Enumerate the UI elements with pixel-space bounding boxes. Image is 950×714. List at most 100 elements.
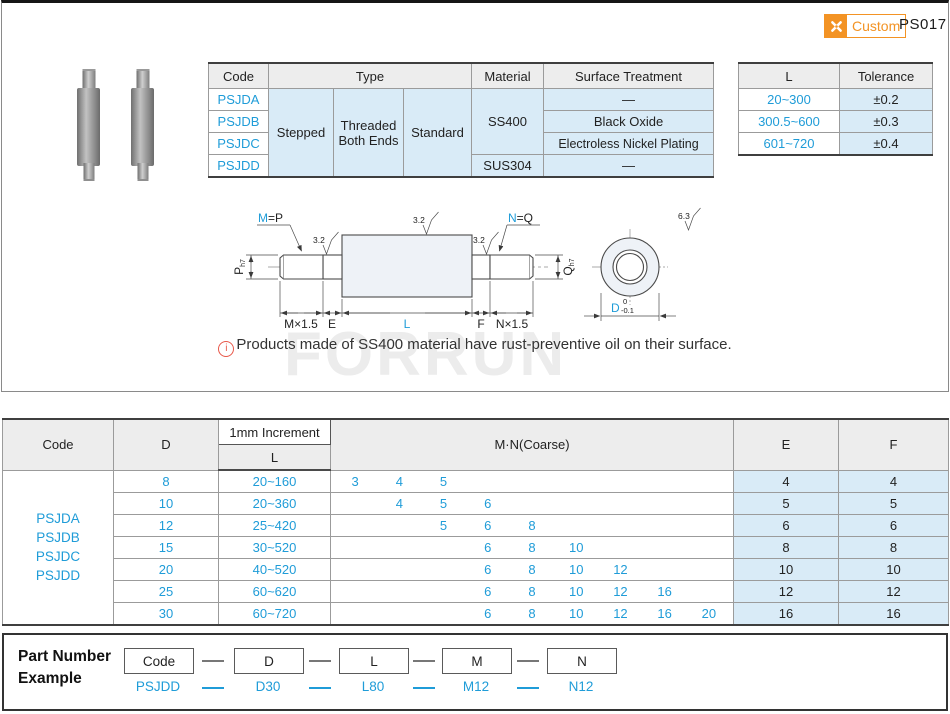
size-table: Code D 1mm Increment M·N(Coarse) E F L P… xyxy=(2,418,949,626)
d-cell: 20 xyxy=(113,558,219,581)
mn-value xyxy=(687,518,731,533)
surface-cell: — xyxy=(543,154,714,178)
mn-value xyxy=(598,474,642,489)
end-view xyxy=(592,229,668,305)
code-list-cell: PSJDA PSJDB PSJDC PSJDD xyxy=(2,469,114,626)
header-material: Material xyxy=(471,62,544,89)
mn-value xyxy=(643,474,687,489)
info-icon: i xyxy=(218,340,235,357)
code-cell: PSJDD xyxy=(208,154,269,178)
thread-stud xyxy=(137,163,148,181)
f-cell: 4 xyxy=(838,469,949,493)
d-cell: 10 xyxy=(113,492,219,515)
header-surface: Surface Treatment xyxy=(543,62,714,89)
mn-value xyxy=(377,562,421,577)
mn-value xyxy=(687,562,731,577)
f-cell: 6 xyxy=(838,514,949,537)
d-cell: 30 xyxy=(113,602,219,626)
q-h7-label: Qh7 xyxy=(561,258,576,275)
product-photo-shaft-2 xyxy=(131,69,154,181)
table-row: PSJDD SUS304 — xyxy=(208,154,714,178)
code-cell: PSJDA xyxy=(208,88,269,111)
tolerance-cell: ±0.3 xyxy=(839,110,933,133)
d-upper-tolerance: 0 xyxy=(623,297,627,306)
mn-value xyxy=(643,562,687,577)
custom-badge[interactable]: Custom xyxy=(824,14,907,38)
roughness-mark-3-2: 3.2 xyxy=(413,211,439,236)
shaft-body xyxy=(77,88,100,166)
pn-connector xyxy=(413,660,435,662)
e-cell: 8 xyxy=(733,536,839,559)
mn-value xyxy=(333,518,377,533)
mn-value xyxy=(377,540,421,555)
e-cell: 12 xyxy=(733,580,839,603)
mn-value xyxy=(421,540,465,555)
mn-value: 6 xyxy=(484,584,492,599)
mn-value xyxy=(421,562,465,577)
header-increment: 1mm Increment xyxy=(218,418,331,445)
mn-value: 10 xyxy=(568,606,584,621)
mn-value xyxy=(510,474,554,489)
thread-stud xyxy=(83,163,94,181)
table-row: 300.5~600 ±0.3 xyxy=(738,110,933,133)
mn-value: 8 xyxy=(528,540,536,555)
mn-value: 6 xyxy=(484,496,492,511)
surface-cell: Electroless Nickel Plating xyxy=(543,132,714,155)
roughness-mark-6-3: 6.3 xyxy=(678,207,701,232)
mn-value xyxy=(554,496,598,511)
header-l: L xyxy=(218,444,331,471)
mn-value: 5 xyxy=(439,473,448,489)
e-cell: 16 xyxy=(733,602,839,626)
f-cell: 8 xyxy=(838,536,949,559)
f-cell: 10 xyxy=(838,558,949,581)
pn-value-connector xyxy=(517,687,539,689)
code-cell: PSJDB xyxy=(208,110,269,133)
mn-value: 10 xyxy=(568,584,584,599)
label-line-2: Example xyxy=(18,669,82,687)
type-table: Code Type Material Surface Treatment PSJ… xyxy=(208,62,714,178)
d-cell: 12 xyxy=(113,514,219,537)
mn-value: 8 xyxy=(528,584,536,599)
l-range-cell: 20~160 xyxy=(218,469,331,493)
mn-value xyxy=(687,540,731,555)
header-d: D xyxy=(113,418,219,471)
d-cell: 25 xyxy=(113,580,219,603)
type-stepped-cell: Stepped xyxy=(268,88,334,178)
e-cell: 6 xyxy=(733,514,839,537)
size-table-header-row: Code D 1mm Increment M·N(Coarse) E F xyxy=(2,418,949,471)
e-cell: 5 xyxy=(733,492,839,515)
pn-value-d: D30 xyxy=(255,679,281,694)
mn-value xyxy=(598,518,642,533)
type-standard-cell: Standard xyxy=(403,88,472,178)
p-h7-label: Ph7 xyxy=(232,259,247,275)
mn-value xyxy=(377,518,421,533)
mn-value xyxy=(333,584,377,599)
l-range-cell: 300.5~600 xyxy=(738,110,840,133)
d-cell: 15 xyxy=(113,536,219,559)
length-dimensions: M×1.5 E L F N×1.5 xyxy=(279,281,534,331)
code-cell: PSJDC xyxy=(208,132,269,155)
pn-value-code: PSJDD xyxy=(135,679,181,694)
table-row: 601~720 ±0.4 xyxy=(738,132,933,156)
table-row: PSJDB Black Oxide xyxy=(208,110,714,133)
l-range-cell: 20~360 xyxy=(218,492,331,515)
pn-box-m: M xyxy=(442,648,512,674)
shaft-body xyxy=(131,88,154,166)
d-label: D xyxy=(611,301,620,315)
tolerance-cell: ±0.4 xyxy=(839,132,933,156)
mn-value: 12 xyxy=(613,562,628,577)
note-text: Products made of SS400 material have rus… xyxy=(236,336,732,353)
thread-stud xyxy=(136,69,149,92)
mn-value: 6 xyxy=(484,540,492,555)
mn-value xyxy=(687,474,731,489)
m-pitch-label: M×1.5 xyxy=(284,317,318,331)
code-item: PSJDA xyxy=(36,511,80,527)
pn-value-l: L80 xyxy=(361,679,385,694)
code-item: PSJDB xyxy=(36,530,80,546)
brand-watermark: FORRUN xyxy=(284,320,568,389)
table-row: PSJDC Electroless Nickel Plating xyxy=(208,132,714,155)
